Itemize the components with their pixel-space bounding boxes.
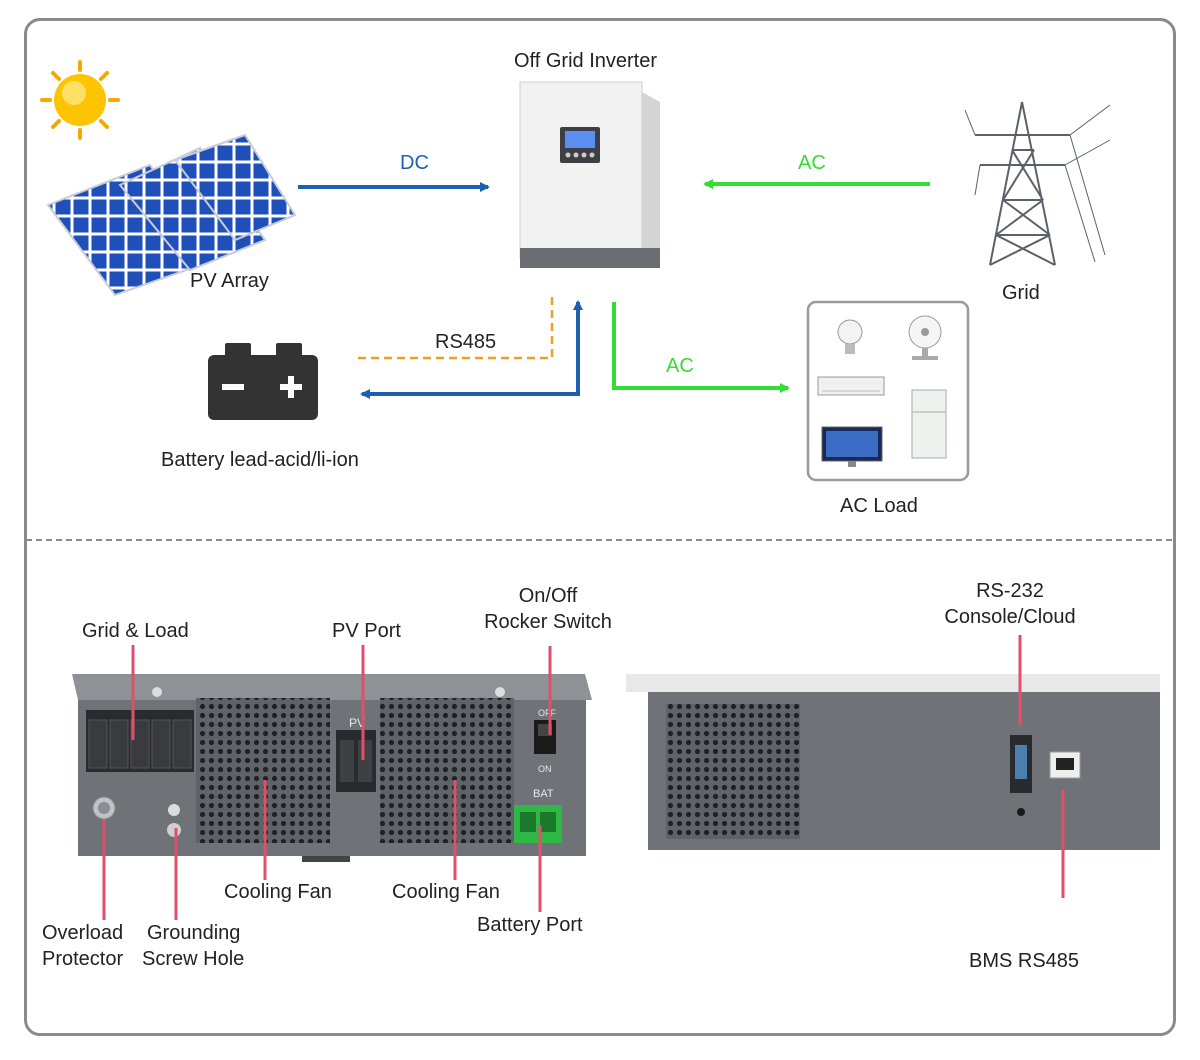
fan-icon [908,315,942,360]
rs232-label-line2: Console/Cloud [944,606,1076,628]
inverter-label: Off Grid Inverter [514,50,658,72]
pv-port-label: PV Port [332,620,401,642]
overload-protector-line2: Protector [42,948,124,970]
callout-lines [102,635,1065,920]
battery-flow-arrow [360,300,583,399]
rocker-switch-label-line1: On/Off [518,585,578,607]
refrigerator-icon [911,389,947,459]
grounding-screw-line2: Screw Hole [142,948,245,970]
ac-load-flow-label: AC [666,355,694,377]
inverter-icon [519,81,660,268]
dc-flow-label: DC [400,152,429,174]
diagram-frame [24,18,1176,1036]
bms-rs485-label: BMS RS485 [969,950,1080,972]
ac-load-box [806,300,970,482]
inverter-side-panel [626,674,1160,850]
battery-label: Battery lead-acid/li-ion [161,449,359,471]
cooling-fan-label-2: Cooling Fan [392,881,500,903]
ac-load-flow-arrow [612,302,790,393]
rs485-flow-label: RS485 [435,331,497,353]
rocker-switch-label-line2: Rocker Switch [484,611,612,633]
grounding-screw-line1: Grounding [147,922,241,944]
cooling-fan-label-1: Cooling Fan [224,881,332,903]
panel-on-mark: ON [538,764,552,774]
pv-array-label: PV Array [190,270,269,292]
panel-bat-mark: BAT [533,788,554,800]
rs485-dashed-line [358,297,554,360]
overload-protector-label: Overload Protector [42,920,123,972]
light-bulb-icon [837,319,863,354]
grounding-screw-label: Grounding Screw Hole [142,920,244,972]
rocker-switch-label: On/Off Rocker Switch [478,583,618,635]
grid-load-label: Grid & Load [82,620,189,642]
sun-icon [40,60,120,140]
rs232-label-line1: RS-232 [976,580,1044,602]
ac-grid-flow-label: AC [798,152,826,174]
inverter-front-panel: PV OFF ON BAT [72,674,592,862]
grid-tower-icon [964,101,1111,266]
air-conditioner-icon [817,376,885,396]
overload-protector-line1: Overload [42,922,124,944]
panel-pv-mark: PV [349,716,365,730]
rs232-label: RS-232 Console/Cloud [935,578,1085,630]
battery-icon [208,343,318,420]
battery-port-label: Battery Port [477,914,583,936]
monitor-icon [821,426,883,467]
ac-load-label: AC Load [840,495,918,517]
pv-array-icon [46,133,297,297]
grid-label: Grid [1002,282,1040,304]
panel-off-mark: OFF [538,708,556,718]
